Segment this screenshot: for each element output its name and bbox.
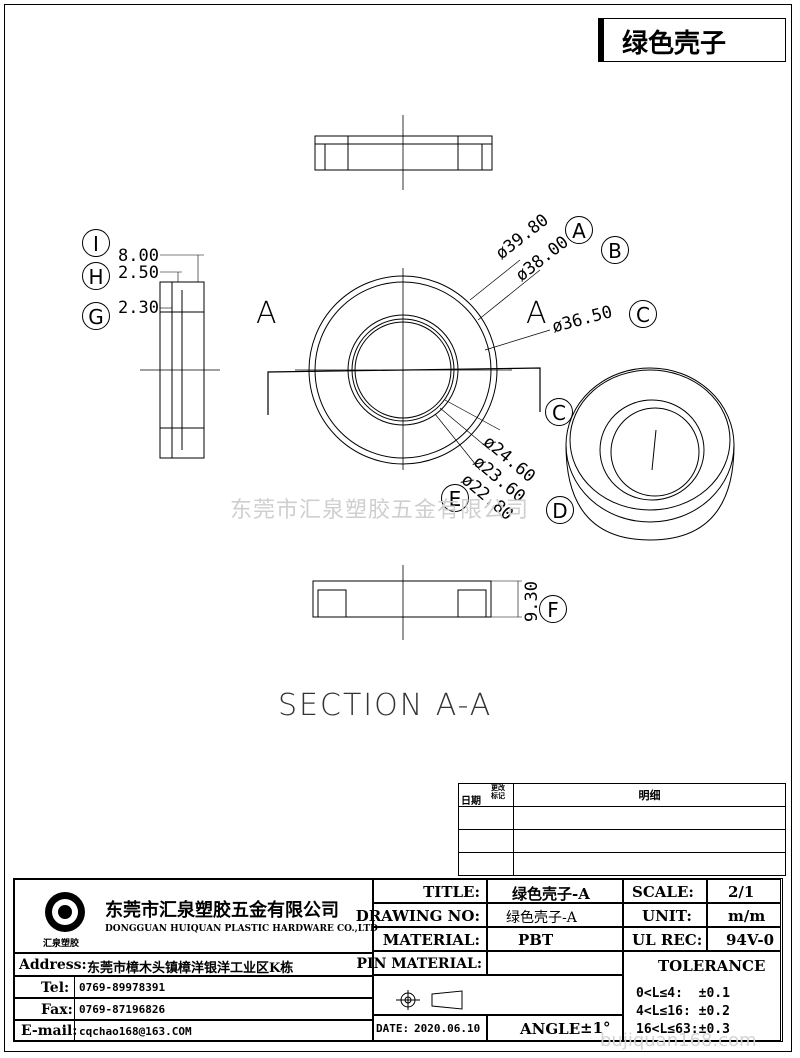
section-title: SECTION A-A xyxy=(278,688,493,723)
angle-label: ANGLE xyxy=(520,1020,581,1038)
section-marker-right: A xyxy=(526,296,547,331)
material-value: PBT xyxy=(518,931,554,949)
email-value: cqchao168@163.COM xyxy=(79,1025,192,1038)
header-title: 绿色壳子 xyxy=(622,29,727,59)
balloon-i: I xyxy=(82,229,110,257)
company-name-en: DONGGUAN HUIQUAN PLASTIC HARDWARE CO.,LT… xyxy=(105,924,378,934)
scale-label: SCALE: xyxy=(632,883,694,901)
watermark-site: bujiquan168.com xyxy=(600,1030,757,1051)
logo-text: 汇泉塑胶 xyxy=(43,939,80,949)
date-label: DATE: xyxy=(376,1022,410,1035)
tolerance-cell: TOLERANCE 0<L≤4: ±0.1 4<L≤16: ±0.2 16<L≤… xyxy=(623,951,781,1041)
iso-view-outer xyxy=(565,367,735,523)
balloon-b: B xyxy=(601,236,629,264)
drawing-frame xyxy=(4,4,792,1052)
balloon-h: H xyxy=(82,262,110,290)
title-value: 绿色壳子-A xyxy=(512,885,590,903)
rev-header-detail: 明细 xyxy=(513,783,786,807)
header-title-box: 绿色壳子 xyxy=(598,18,786,62)
title-block: 汇泉塑胶 东莞市汇泉塑胶五金有限公司 DONGGUAN HUIQUAN PLAS… xyxy=(13,878,783,1042)
address-value: 东莞市樟木头镇樟洋银洋工业区K栋 xyxy=(87,961,294,976)
revision-table: 日期 更改标记 明细 xyxy=(458,783,786,876)
dim-h230: 2.30 xyxy=(118,298,159,318)
fax-value: 0769-87196826 xyxy=(79,1003,166,1016)
projection-symbol xyxy=(396,990,463,1010)
company-cell: 汇泉塑胶 东莞市汇泉塑胶五金有限公司 DONGGUAN HUIQUAN PLAS… xyxy=(14,879,378,953)
angle-value: ±1° xyxy=(580,1019,611,1037)
drawing-no-value: 绿色壳子-A xyxy=(506,910,577,926)
dim-h250: 2.50 xyxy=(118,263,159,283)
projection-cell xyxy=(373,975,623,1015)
tolerance-label: TOLERANCE xyxy=(658,957,766,975)
pin-material-label: PIN MATERIAL: xyxy=(356,956,483,972)
rev-header-date: 日期 更改标记 xyxy=(458,783,514,807)
balloon-e: E xyxy=(441,484,469,512)
watermark-company: 东莞市汇泉塑胶五金有限公司 xyxy=(230,498,530,523)
drawing-no-label: DRAWING NO: xyxy=(355,907,480,925)
section-view-outline xyxy=(312,580,492,618)
date-value: 2020.06.10 xyxy=(414,1022,481,1035)
company-name-cn: 东莞市汇泉塑胶五金有限公司 xyxy=(105,900,339,921)
balloon-c: C xyxy=(629,300,657,328)
title-label: TITLE: xyxy=(423,883,480,901)
company-logo-icon xyxy=(45,892,85,932)
tolerance-2: 4<L≤16: ±0.2 xyxy=(636,1004,730,1019)
tel-value: 0769-89978391 xyxy=(79,981,166,994)
address-row: Address: 东莞市樟木头镇樟洋银洋工业区K栋 xyxy=(14,953,373,976)
balloon-c2: C xyxy=(545,398,573,426)
material-label: MATERIAL: xyxy=(382,931,480,949)
balloon-a: A xyxy=(565,216,593,244)
unit-label: UNIT: xyxy=(642,907,692,925)
top-view-outline xyxy=(314,135,493,171)
dim-h930: 9.30 xyxy=(522,581,542,622)
unit-value: m/m xyxy=(728,907,766,925)
dim-h800: 8.00 xyxy=(118,246,159,266)
balloon-f: F xyxy=(539,595,567,623)
ring-outer xyxy=(308,275,498,465)
balloon-d: D xyxy=(546,496,574,524)
balloon-g: G xyxy=(82,302,110,330)
ul-rec-label: UL REC: xyxy=(632,931,703,949)
section-marker-left: A xyxy=(256,296,277,331)
scale-value: 2/1 xyxy=(728,883,755,901)
tolerance-3: 16<L≤63:±0.3 xyxy=(636,1022,730,1037)
ul-rec-value: 94V-0 xyxy=(726,931,775,949)
tolerance-1: 0<L≤4: ±0.1 xyxy=(636,986,730,1001)
